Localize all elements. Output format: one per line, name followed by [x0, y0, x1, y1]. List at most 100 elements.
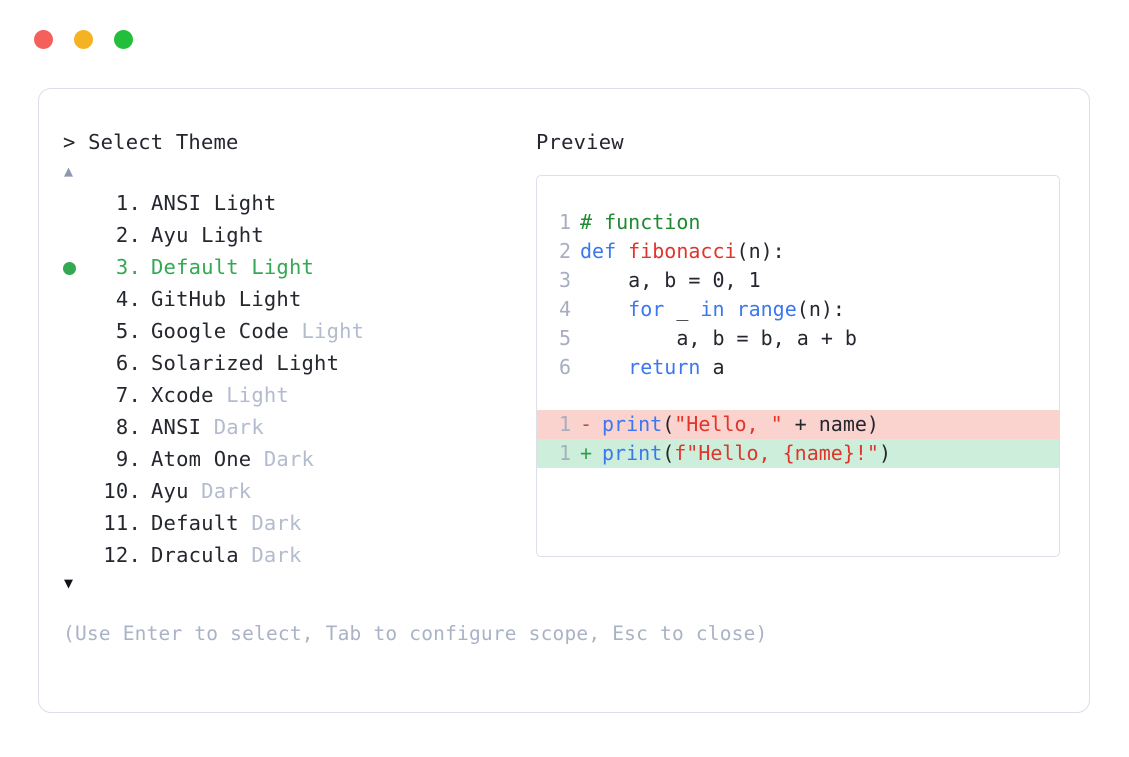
scroll-up-arrow-icon[interactable]: ▲: [64, 162, 74, 180]
diff-line-text: print(f"Hello, {name}!"): [602, 439, 891, 468]
code-token-plain: ): [878, 441, 892, 465]
code-token-plain: a, b =: [580, 268, 713, 292]
theme-item-name: GitHub: [151, 287, 227, 311]
line-number: 3: [558, 268, 571, 292]
code-token-keyword: for: [628, 297, 665, 321]
code-token-plain: [725, 297, 737, 321]
code-line: 5 a, b = b, a + b: [537, 324, 1059, 353]
code-token-plain: ,: [724, 268, 749, 292]
code-token-string: f"Hello, {name}!": [674, 441, 879, 465]
theme-list-item[interactable]: 2. Ayu Light: [63, 219, 533, 251]
theme-list-item[interactable]: 6. Solarized Light: [63, 347, 533, 379]
theme-list-item[interactable]: 11.Default Dark: [63, 507, 533, 539]
code-token-plain: (: [662, 441, 675, 465]
code-token-num: 0: [712, 268, 725, 292]
line-number: 1: [558, 441, 571, 465]
theme-item-number: 5.: [115, 319, 141, 343]
theme-item-name: Ayu: [151, 223, 189, 247]
keyboard-help-text: (Use Enter to select, Tab to configure s…: [63, 622, 768, 645]
code-token-plain: a, b = b, a + b: [580, 326, 857, 350]
theme-list-item[interactable]: 7. Xcode Light: [63, 379, 533, 411]
theme-item-variant: Light: [226, 287, 302, 311]
theme-item-variant: Dark: [251, 447, 315, 471]
diff-sign: +: [580, 441, 593, 465]
theme-item-variant: Dark: [188, 479, 252, 503]
theme-item-number: 10.: [103, 479, 141, 503]
theme-item-number: 2.: [115, 223, 141, 247]
code-line: 4 for _ in range(n):: [537, 295, 1059, 324]
theme-item-number: 1.: [115, 191, 141, 215]
theme-item-variant: Light: [201, 191, 277, 215]
code-token-plain: [580, 355, 628, 379]
code-line-text: # function: [580, 208, 700, 237]
theme-item-number: 9.: [115, 447, 141, 471]
window-traffic-lights: [34, 30, 133, 49]
code-token-keyword: print: [602, 412, 663, 436]
theme-item-number: 7.: [115, 383, 141, 407]
minimize-window-button[interactable]: [74, 30, 93, 49]
code-token-plain: (: [662, 412, 675, 436]
theme-item-name: Atom One: [151, 447, 252, 471]
close-window-button[interactable]: [34, 30, 53, 49]
theme-list-item[interactable]: 4.GitHub Light: [63, 283, 533, 315]
code-token-string: "Hello, ": [674, 412, 783, 436]
code-token-plain: + name): [782, 412, 879, 436]
theme-list-item[interactable]: 9. Atom One Dark: [63, 443, 533, 475]
code-line: 3 a, b = 0, 1: [537, 266, 1059, 295]
code-token-comment: # function: [580, 210, 701, 234]
preview-label: Preview: [536, 130, 624, 154]
theme-item-number: 6.: [115, 351, 141, 375]
theme-item-variant: Light: [188, 223, 264, 247]
theme-item-variant: Dark: [238, 511, 302, 535]
theme-list-item[interactable]: 12.Dracula Dark: [63, 539, 533, 571]
line-number: 1: [558, 210, 571, 234]
code-line: 6 return a: [537, 353, 1059, 382]
code-line-text: return a: [580, 353, 724, 382]
theme-list-item[interactable]: 10. Ayu Dark: [63, 475, 533, 507]
code-line-text: for _ in range(n):: [580, 295, 845, 324]
scroll-down-arrow-icon[interactable]: ▼: [64, 574, 74, 592]
theme-item-name: Dracula: [151, 543, 239, 567]
code-token-num: 1: [748, 268, 761, 292]
theme-list-item[interactable]: 5.Google Code Light: [63, 315, 533, 347]
theme-item-name: ANSI: [151, 415, 202, 439]
line-number: 1: [558, 412, 571, 436]
theme-item-name: ANSI: [151, 191, 202, 215]
code-line-text: a, b = 0, 1: [580, 266, 761, 295]
code-diff-spacer: [537, 382, 1059, 410]
theme-item-number: 12.: [103, 543, 141, 567]
line-number: 4: [558, 297, 571, 321]
code-token-plain: (n):: [736, 239, 785, 263]
code-token-keyword: print: [602, 441, 663, 465]
theme-list-item[interactable]: 3.Default Light: [63, 251, 533, 283]
selected-bullet-icon: [63, 253, 93, 285]
diff-sign: -: [580, 412, 593, 436]
code-line: 1 # function: [537, 208, 1059, 237]
line-number: 6: [558, 355, 571, 379]
theme-item-name: Default: [151, 511, 239, 535]
theme-item-variant: Dark: [201, 415, 264, 439]
theme-item-name: Ayu: [151, 479, 189, 503]
maximize-window-button[interactable]: [114, 30, 133, 49]
code-token-func: fibonacci: [628, 239, 737, 263]
theme-item-number: 8.: [115, 415, 141, 439]
theme-item-name: Solarized: [151, 351, 264, 375]
code-token-plain: [580, 297, 628, 321]
code-token-plain: (n):: [796, 297, 845, 321]
theme-item-variant: Light: [213, 383, 289, 407]
code-token-keyword: def: [580, 239, 629, 263]
code-line-text: def fibonacci(n):: [580, 237, 785, 266]
theme-item-name: Xcode: [151, 383, 214, 407]
theme-list-item[interactable]: 8. ANSI Dark: [63, 411, 533, 443]
selected-dot-icon: [63, 262, 76, 275]
diff-line-text: print("Hello, " + name): [602, 410, 879, 439]
theme-list-item[interactable]: 1. ANSI Light: [63, 187, 533, 219]
theme-item-variant: Light: [263, 351, 340, 375]
